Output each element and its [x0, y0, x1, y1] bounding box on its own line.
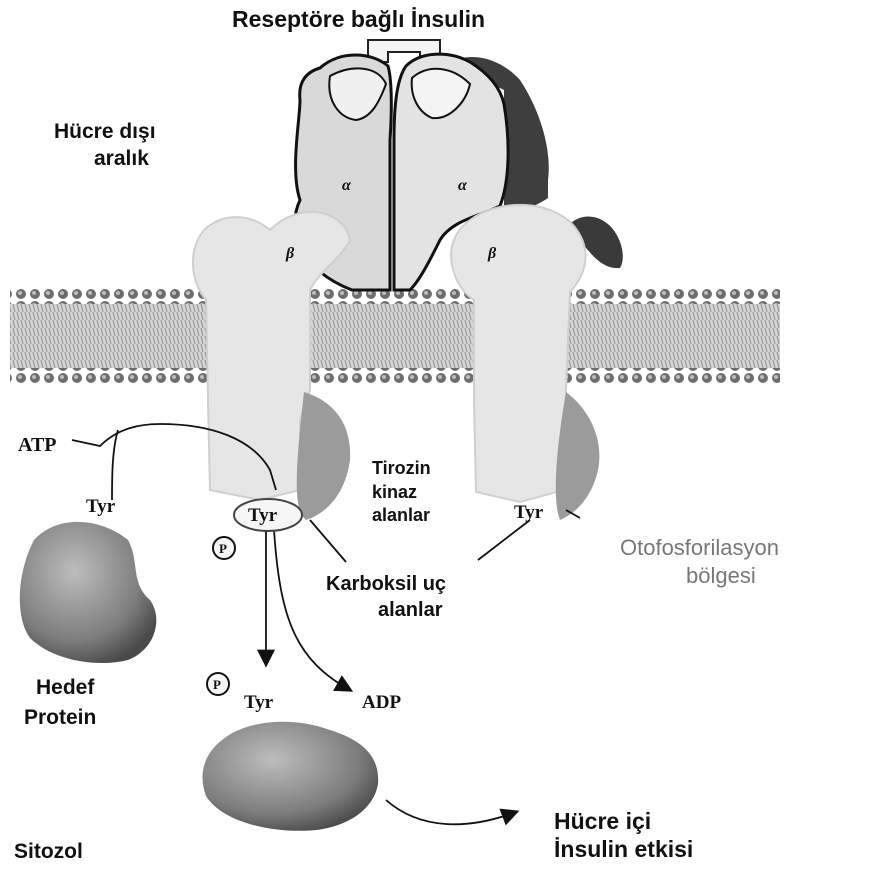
tyr-label-target: Tyr [86, 496, 116, 517]
diagram-title: Reseptöre bağlı İnsulin [232, 6, 485, 33]
atp-label: ATP [18, 434, 57, 456]
phosphorylated-target-protein-blob [203, 722, 379, 831]
membrane-lipid-tails [10, 304, 780, 368]
autophosphorylation-label-line1: Otofosforilasyon [620, 535, 779, 561]
intracellular-effect-label-line1: Hücre içi [554, 808, 651, 835]
tyr-label-phosphorylated: Tyr [244, 692, 274, 713]
insulin-effect-arrow [386, 800, 516, 824]
cell-membrane [10, 288, 780, 384]
tyrosine-kinase-label-line1: Tirozin [372, 458, 431, 479]
intracellular-effect-label-line2: İnsulin etkisi [554, 836, 693, 863]
alpha-label-right: α [458, 177, 468, 194]
tyrosine-kinase-label-line2: kinaz [372, 482, 417, 503]
tyrosine-kinase-label-line3: alanlar [372, 505, 430, 526]
alpha-label-left: α [342, 177, 352, 194]
cytosol-label: Sitozol [14, 840, 83, 864]
beta-label-left: β [285, 245, 295, 262]
membrane-inner-heads [10, 368, 780, 384]
phosphorylation-arrow [266, 530, 350, 690]
target-protein-label-line2: Protein [24, 706, 96, 730]
extracellular-label-line2: aralık [94, 147, 149, 171]
tyr-label-receptor-right: Tyr [514, 502, 544, 523]
carboxyl-label-line2: alanlar [378, 599, 442, 622]
target-protein-blob [20, 522, 157, 663]
target-protein-label-line1: Hedef [36, 676, 94, 700]
phosphate-label-receptor: P [219, 541, 227, 556]
carboxyl-label-line1: Karboksil uç [326, 573, 446, 596]
adp-label: ADP [362, 692, 401, 713]
tyr-label-receptor-left: Tyr [248, 505, 278, 526]
beta-label-right: β [487, 245, 497, 262]
autophosphorylation-label-line2: bölgesi [686, 563, 756, 589]
phosphate-label-target: P [213, 677, 221, 692]
extracellular-label-line1: Hücre dışı [54, 120, 156, 144]
